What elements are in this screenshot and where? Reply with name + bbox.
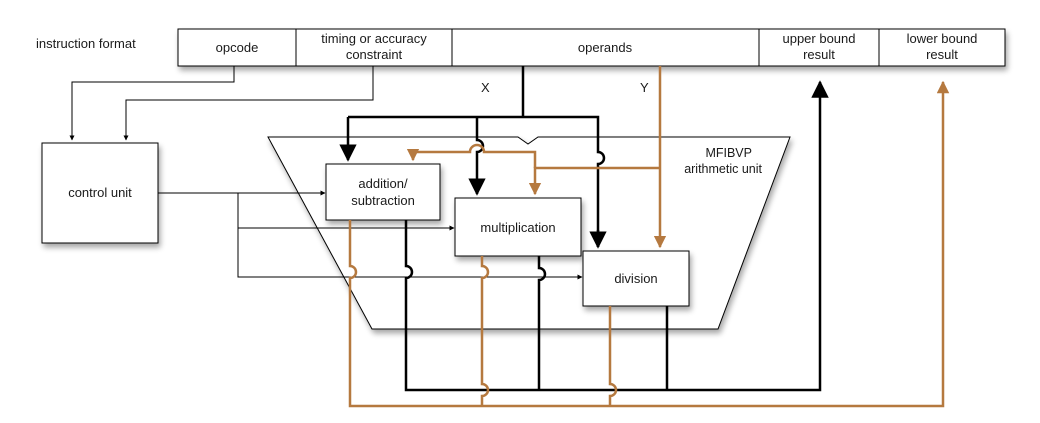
addsub-label-line2: subtraction bbox=[351, 193, 415, 208]
instruction-format-bar: opcode timing or accuracy constraint ope… bbox=[177, 28, 1006, 67]
control-unit-label: control unit bbox=[68, 185, 132, 200]
timing-field-line2: constraint bbox=[346, 47, 403, 62]
y-operand-bus bbox=[406, 66, 667, 249]
lower-bound-result-path bbox=[348, 80, 950, 408]
lower-bound-field-line1: lower bound bbox=[907, 31, 978, 46]
control-signal-lines bbox=[158, 190, 583, 280]
timing-to-control-arrow bbox=[123, 66, 374, 141]
opcode-to-control-arrow bbox=[69, 66, 235, 141]
multiplication-label: multiplication bbox=[480, 220, 555, 235]
timing-field-line1: timing or accuracy bbox=[321, 31, 427, 46]
upper-bound-field-line2: result bbox=[803, 47, 835, 62]
upper-bound-field-line1: upper bound bbox=[782, 31, 855, 46]
upper-bound-result-path bbox=[404, 80, 829, 392]
addsub-label-line1: addition/ bbox=[358, 176, 408, 191]
opcode-field: opcode bbox=[216, 40, 259, 55]
arithmetic-unit-label-line2: arithmetic unit bbox=[684, 162, 762, 176]
division-unit: division bbox=[582, 250, 690, 307]
addition-subtraction-unit: addition/ subtraction bbox=[325, 163, 441, 221]
operand-x-label: X bbox=[481, 80, 490, 95]
division-label: division bbox=[614, 271, 657, 286]
control-unit-box: control unit bbox=[41, 142, 159, 244]
x-operand-bus bbox=[339, 66, 607, 249]
multiplication-unit: multiplication bbox=[454, 197, 582, 257]
arithmetic-unit-label-line1: MFIBVP bbox=[705, 146, 752, 160]
lower-bound-field-line2: result bbox=[926, 47, 958, 62]
operands-field: operands bbox=[578, 40, 633, 55]
instruction-format-label: instruction format bbox=[36, 36, 136, 51]
operand-y-label: Y bbox=[640, 80, 649, 95]
